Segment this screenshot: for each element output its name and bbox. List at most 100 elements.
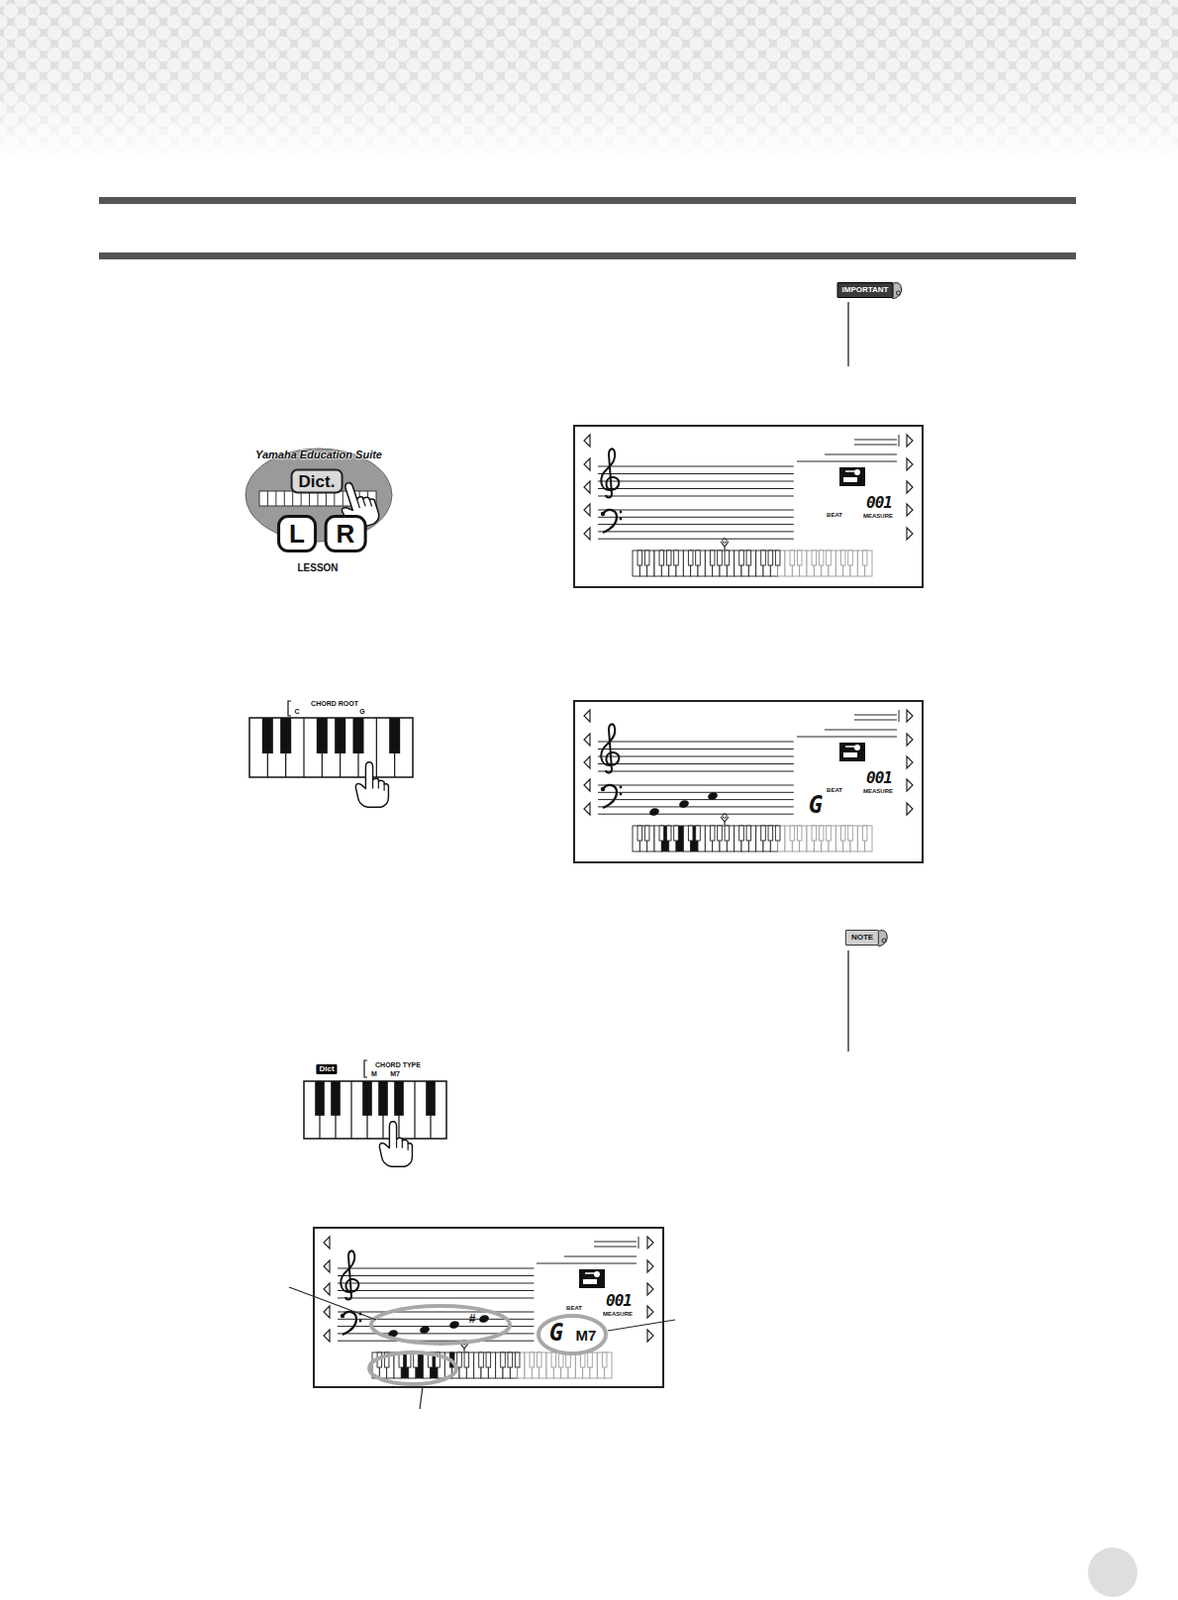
lcd-black-key [507, 1352, 513, 1368]
bracket [364, 1060, 368, 1078]
lcd-black-key [486, 1352, 491, 1368]
logo-title: Yamaha Education Suite [255, 449, 383, 461]
lcd-black-key [840, 825, 846, 841]
lcd-black-key [666, 825, 672, 841]
lcd-black-key [674, 825, 680, 841]
arrow-right [906, 779, 913, 791]
indicator-bar [564, 1256, 637, 1258]
lcd-black-key [637, 550, 643, 566]
staff-line [597, 495, 794, 497]
arrow-left [584, 756, 590, 769]
arrow-right [906, 709, 913, 722]
pointing-hand [355, 762, 389, 807]
bass-clef-dot [619, 785, 623, 789]
lcd-black-key [796, 825, 802, 841]
leader-line [289, 1286, 377, 1320]
indicator-bar [796, 736, 897, 738]
piano-icon [579, 1269, 605, 1288]
white-key-edge [376, 717, 378, 778]
logo-key-line [292, 490, 294, 506]
leader-line [419, 1385, 423, 1409]
white-key-edge [302, 717, 304, 778]
lcd-black-key [457, 1352, 463, 1368]
black-key [393, 1080, 404, 1116]
rule [98, 196, 1077, 204]
lcd-black-key [588, 1352, 593, 1368]
chord-name: G [808, 792, 823, 817]
lcd-black-key [796, 550, 802, 566]
staff-line [597, 813, 794, 815]
lcd-black-key [789, 550, 795, 566]
arrow-right [647, 1282, 654, 1295]
bass-clef-dot [619, 517, 623, 521]
lcd-display [574, 425, 923, 588]
lcd-black-key [551, 1352, 557, 1368]
bass-clef-dot [619, 792, 623, 796]
indicator-bar [854, 444, 897, 446]
staff-line [597, 488, 794, 490]
measure-counter: 001 [605, 1292, 632, 1309]
lesson-right-button: R [324, 514, 368, 553]
lcd-display [313, 1227, 664, 1387]
note-head [478, 1313, 491, 1324]
header-band [0, 0, 1178, 154]
staff-line [337, 1325, 534, 1327]
staff-line [337, 1275, 534, 1277]
node-text: R [336, 520, 356, 547]
note-head [648, 806, 661, 817]
hand-crease [357, 495, 373, 510]
staff-line [337, 1297, 534, 1299]
header-fade [0, 0, 1178, 154]
arrow-left [584, 503, 590, 516]
staff-line [597, 748, 794, 750]
bass-clef-dot [619, 510, 623, 514]
lcd-black-key [761, 825, 767, 841]
lcd-legend: BEAT [566, 1304, 583, 1311]
arrow-right [906, 458, 913, 471]
key-range-label: CHORD TYPE [375, 1061, 421, 1069]
logo-caption: LESSON [296, 563, 338, 574]
lcd-black-key [709, 825, 715, 841]
hand-crease [373, 780, 386, 791]
arrow-left [584, 709, 590, 722]
staff-line [597, 756, 794, 758]
black-key [280, 717, 292, 754]
keyboard-chord-root [249, 717, 413, 778]
piano-icon-part [845, 745, 856, 748]
lcd-black-key [826, 825, 832, 841]
dict-key-label: Dict [315, 1064, 337, 1075]
logo-key-line [267, 490, 269, 506]
black-key [389, 717, 400, 754]
lcd-black-key [637, 825, 643, 841]
note-tag: NOTE [845, 929, 880, 946]
treble-clef [600, 448, 619, 497]
lcd-frame [313, 1227, 664, 1387]
key-range-label: CHORD ROOT [310, 699, 359, 707]
arrow-right [906, 434, 913, 447]
lcd-black-key [500, 1352, 506, 1368]
piano-icon-part [843, 477, 858, 483]
lcd-black-key [724, 825, 730, 841]
key-label: M [371, 1070, 378, 1078]
lcd-black-key [811, 550, 817, 566]
piano-icon-part [583, 1278, 597, 1284]
staff-line [337, 1289, 534, 1291]
staff-line [597, 763, 794, 765]
lcd-black-key [811, 825, 817, 841]
staff-line [597, 741, 794, 743]
lcd-black-key [775, 550, 781, 566]
lcd-black-key [687, 550, 693, 566]
lcd-black-key [724, 550, 730, 566]
arrow-right [906, 733, 913, 746]
node-text: NOTE [851, 933, 874, 942]
lcd-black-key [746, 550, 752, 566]
arrow-left [584, 733, 590, 746]
staff-line [337, 1268, 534, 1270]
staff-line [597, 481, 794, 483]
split-marker [722, 538, 727, 543]
lcd-black-key [695, 825, 701, 841]
staff-line [597, 791, 794, 793]
white-key-edge [350, 1080, 352, 1139]
